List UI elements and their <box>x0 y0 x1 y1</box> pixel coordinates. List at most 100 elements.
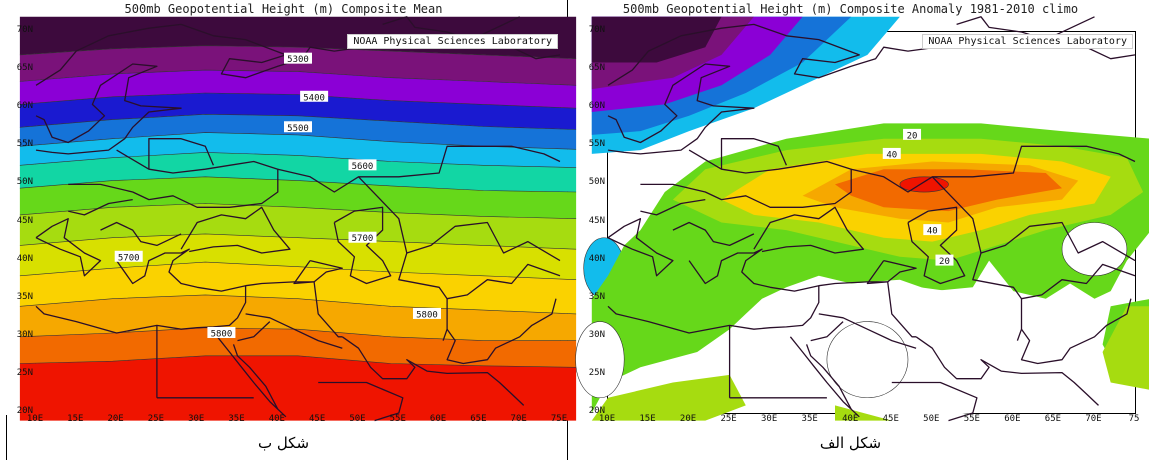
contour-label-bg <box>412 307 441 319</box>
height-band <box>19 176 577 219</box>
contour-line <box>19 355 577 368</box>
boundary-line <box>68 149 279 208</box>
boundary-line <box>972 252 1136 300</box>
boundary-line <box>333 206 392 285</box>
lat-tick-label: 55N <box>588 139 605 150</box>
lat-tick-label: 70N <box>588 25 605 35</box>
contour-label-bg <box>348 231 377 243</box>
contour-line <box>19 113 577 130</box>
lat-tick-label: 45N <box>588 215 605 226</box>
lon-tick-label: 70E <box>1085 414 1102 424</box>
lon-tick-label: 25E <box>147 414 165 424</box>
contour-line <box>19 203 577 219</box>
lat-tick-label: 45N <box>16 215 33 226</box>
lon-tick-label: 60E <box>429 414 447 424</box>
boundary-line <box>216 336 287 418</box>
boundary-line <box>68 198 133 216</box>
height-band <box>19 45 577 86</box>
contour-label: 5500 <box>287 124 309 134</box>
anomaly-negative-band <box>591 16 722 63</box>
boundary-line <box>931 176 1136 262</box>
map-title: 500mb Geopotential Height (m) Composite … <box>622 2 1079 16</box>
contour-line <box>19 176 577 193</box>
figure-caption: شکل الف <box>819 434 882 452</box>
contour-line <box>19 152 577 168</box>
boundary-line <box>720 138 787 170</box>
lat-tick-label: 60N <box>16 101 33 112</box>
lat-tick-label: 60N <box>588 101 605 112</box>
boundary-line <box>245 281 343 338</box>
lon-tick-label: 75E <box>550 414 568 424</box>
contour-line <box>19 261 577 280</box>
boundary-line <box>100 221 182 247</box>
boundary-line <box>805 344 852 410</box>
boundary-line <box>810 321 844 342</box>
boundary-line <box>753 206 865 254</box>
height-band <box>19 92 577 130</box>
boundary-line <box>607 248 820 334</box>
boundary-line <box>398 252 561 300</box>
lon-tick-label: 15E <box>639 414 656 424</box>
contour-label: 5600 <box>352 162 374 172</box>
contour-label: 20 <box>939 257 950 267</box>
divider <box>6 415 7 460</box>
lon-tick-label: 30E <box>761 414 778 424</box>
contour-label-bg <box>207 326 236 338</box>
lon-tick-label: 40E <box>842 414 859 424</box>
lon-tick-label: 60E <box>1004 414 1021 424</box>
lat-tick-label: 70N <box>16 25 33 35</box>
contour-line <box>19 92 577 109</box>
anomaly-neutral-area <box>575 321 625 399</box>
lon-tick-label: 15E <box>67 414 84 424</box>
boundary-line <box>237 321 271 342</box>
lat-tick-label: 35N <box>588 291 605 302</box>
lon-tick-label: 50E <box>349 414 366 424</box>
boundary-line <box>341 336 525 406</box>
lon-tick-label: 50E <box>923 414 940 424</box>
contour-label-bg <box>923 224 942 236</box>
boundary-line <box>640 149 852 208</box>
boundary-line <box>818 281 917 338</box>
lat-tick-label: 65N <box>16 63 33 74</box>
contour-label: 5300 <box>287 55 309 65</box>
height-band <box>19 233 577 280</box>
boundary-line <box>640 198 706 216</box>
contour-line <box>19 327 577 341</box>
boundary-line <box>607 218 674 277</box>
lon-tick-label: 45E <box>882 414 899 424</box>
contour-label-bg <box>284 121 312 133</box>
boundary-line <box>789 336 860 418</box>
lat-tick-label: 20N <box>16 406 33 416</box>
lon-tick-label: 45E <box>309 414 326 424</box>
height-band <box>19 152 577 193</box>
boundary-line <box>891 381 978 422</box>
contour-line <box>19 45 577 59</box>
lon-tick-label: 35E <box>228 414 245 424</box>
contour-line <box>19 294 577 315</box>
lat-tick-label: 30N <box>588 329 605 340</box>
contour-label-bg <box>348 159 377 171</box>
lat-tick-label: 35N <box>16 291 33 302</box>
anomaly-positive-band <box>591 374 746 421</box>
lon-tick-label: 65E <box>1044 414 1062 424</box>
lon-tick-label: 35E <box>801 414 818 424</box>
boundary-line <box>245 313 343 349</box>
boundary-line <box>35 63 182 155</box>
boundary-line <box>318 381 404 422</box>
lon-tick-label: 30E <box>188 414 205 424</box>
height-band <box>19 132 577 168</box>
lon-tick-label: 65E <box>470 414 487 424</box>
anomaly-positive-band <box>1102 306 1149 390</box>
map-panel-anomaly: 500mb Geopotential Height (m) Composite … <box>567 0 1149 460</box>
boundary-line <box>1016 298 1023 341</box>
lon-tick-label: 20E <box>679 414 697 424</box>
contour-label-bg <box>284 52 312 64</box>
anomaly-positive-core <box>899 176 949 193</box>
figure-caption: شکل ب <box>257 434 310 452</box>
contour-label: 5800 <box>416 310 438 320</box>
boundary-line <box>148 138 214 170</box>
boundary-line <box>293 259 343 285</box>
boundary-line <box>232 344 279 410</box>
contour-label-bg <box>882 147 901 159</box>
